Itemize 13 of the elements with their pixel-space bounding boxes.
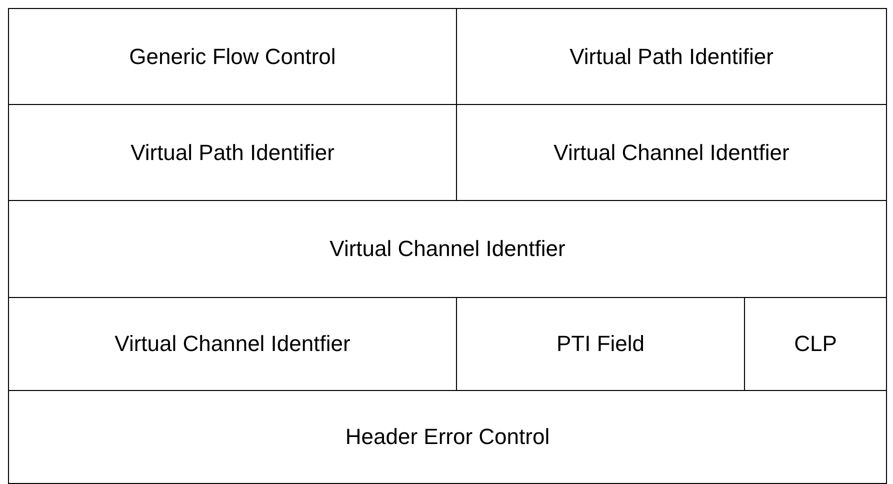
field-label: Virtual Channel Identfier <box>552 138 790 166</box>
field-box <box>456 8 887 105</box>
field-label: CLP <box>793 330 838 358</box>
field-box <box>8 8 457 105</box>
field-box <box>8 200 887 298</box>
field-label: Generic Flow Control <box>128 42 337 70</box>
field-label: Virtual Path Identifier <box>568 42 774 70</box>
field-label: PTI Field <box>555 330 646 358</box>
field-box <box>8 390 887 484</box>
field-label: Virtual Channel Identfier <box>114 330 352 358</box>
field-label: Virtual Path Identifier <box>130 138 336 166</box>
field-label: Virtual Channel Identfier <box>328 235 566 263</box>
field-label: Header Error Control <box>344 423 551 451</box>
